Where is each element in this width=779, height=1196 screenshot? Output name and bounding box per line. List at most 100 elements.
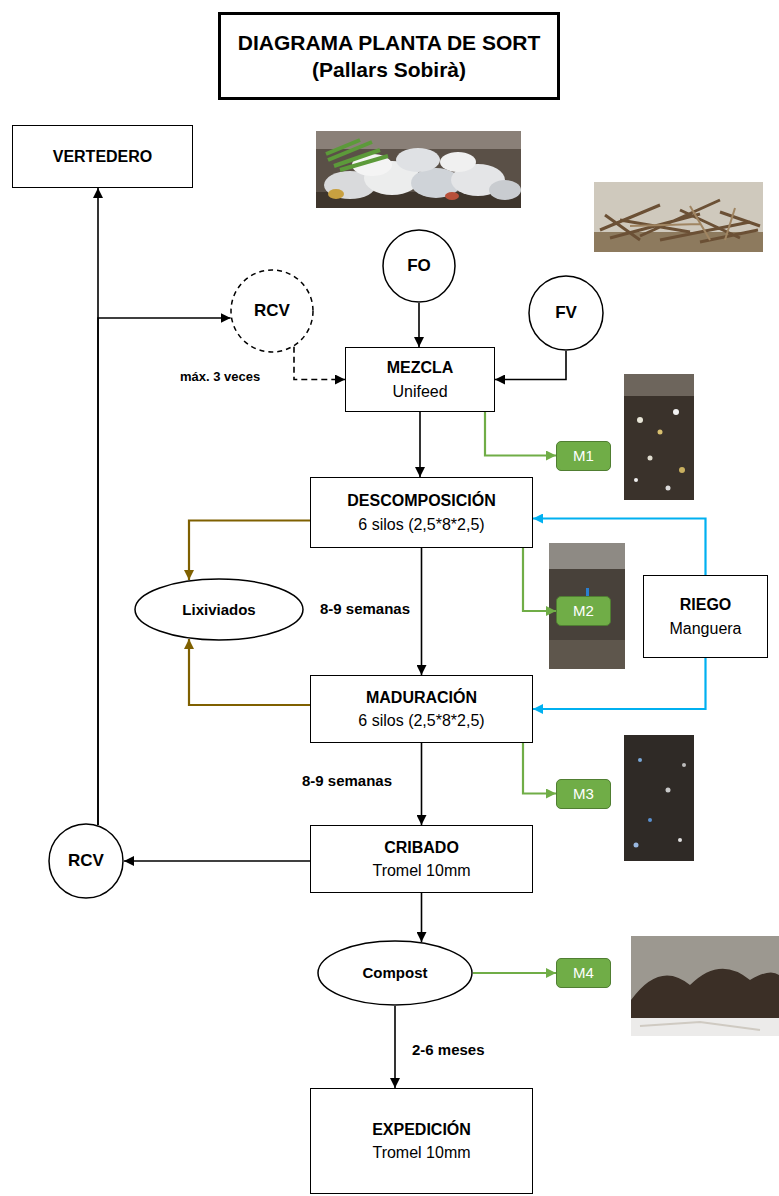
decomposition-photo-part bbox=[549, 543, 625, 569]
node-outline-ellipse bbox=[49, 824, 123, 898]
food-waste-photo-part bbox=[489, 180, 521, 200]
node-heading: VERTEDERO bbox=[53, 147, 153, 166]
decomposition-photo-part bbox=[549, 543, 625, 669]
flow-connector bbox=[421, 743, 423, 825]
process-box: MADURACIÓN 6 silos (2,5*8*2,5) bbox=[310, 675, 533, 743]
node-heading: MADURACIÓN bbox=[366, 688, 477, 707]
food-waste-photo-part bbox=[445, 192, 459, 200]
food-waste-photo-part bbox=[440, 152, 476, 172]
process-box: EXPEDICIÓN Tromel 10mm bbox=[310, 1088, 533, 1194]
flow-connector bbox=[419, 412, 421, 477]
node-subtext: Manguera bbox=[669, 619, 741, 638]
node-heading: FO bbox=[407, 256, 431, 276]
title-text: DIAGRAMA PLANTA DE SORT (Pallars Sobirà) bbox=[229, 29, 549, 84]
mix-photo-part bbox=[624, 374, 694, 500]
flow-connector bbox=[124, 860, 310, 862]
food-waste-photo-part bbox=[396, 148, 440, 172]
node-heading: DESCOMPOSICIÓN bbox=[347, 491, 495, 510]
sample-tag: M3 bbox=[556, 779, 611, 809]
decomposition-photo bbox=[549, 543, 625, 669]
node-subtext: Tromel 10mm bbox=[372, 1143, 470, 1162]
food-waste-photo-part bbox=[328, 189, 344, 199]
node-heading: RCV bbox=[254, 301, 290, 321]
output-ellipse: Compost bbox=[317, 940, 473, 1006]
node-outline-ellipse bbox=[231, 270, 313, 352]
title-box: DIAGRAMA PLANTA DE SORT (Pallars Sobirà) bbox=[218, 12, 560, 100]
mix-photo-part bbox=[624, 374, 694, 396]
flow-connector bbox=[98, 318, 231, 825]
node-heading: M2 bbox=[573, 602, 594, 620]
branches-photo-part bbox=[594, 182, 763, 252]
flow-connector bbox=[421, 548, 423, 675]
duration-label: 2-6 meses bbox=[410, 1041, 487, 1059]
node-heading: Compost bbox=[363, 964, 428, 982]
process-box: CRIBADOTromel 10mm bbox=[310, 825, 533, 893]
decomposition-photo-part bbox=[549, 640, 625, 669]
input-circle: FV bbox=[528, 275, 604, 351]
branches-photo-part bbox=[600, 200, 760, 242]
flow-connector bbox=[533, 519, 706, 576]
node-outline-ellipse bbox=[135, 579, 303, 640]
food-waste-photo-part bbox=[326, 140, 388, 170]
compost-photo-part bbox=[631, 1018, 779, 1036]
branches-photo bbox=[594, 182, 763, 252]
flow-connector bbox=[421, 893, 423, 942]
process-box: MEZCLA Unifeed bbox=[345, 347, 495, 412]
loop-note: máx. 3 veces bbox=[178, 369, 262, 385]
compost-photo-part bbox=[631, 936, 779, 1036]
sample-tag: M4 bbox=[556, 958, 611, 988]
flow-connector bbox=[473, 972, 556, 974]
mix-photo-part bbox=[637, 417, 643, 423]
maturation-photo-part bbox=[638, 758, 642, 762]
flow-connector bbox=[189, 639, 310, 705]
mix-photo-part bbox=[673, 409, 679, 415]
food-waste-photo-part bbox=[316, 131, 521, 208]
maturation-photo-part bbox=[634, 843, 639, 848]
flow-connector bbox=[485, 412, 556, 456]
mix-photo-part bbox=[679, 467, 685, 473]
node-subtext: 6 silos (2,5*8*2,5) bbox=[358, 711, 484, 730]
maturation-photo-part bbox=[678, 838, 682, 842]
recirculation-circle: RCV bbox=[230, 269, 314, 353]
flow-connector bbox=[495, 351, 566, 380]
flow-connector bbox=[189, 521, 310, 581]
flow-connector bbox=[418, 303, 420, 347]
maturation-photo-part bbox=[624, 735, 694, 861]
branches-photo-part bbox=[630, 206, 735, 240]
flow-connector bbox=[394, 1006, 396, 1088]
node-heading: MEZCLA bbox=[387, 358, 454, 377]
mix-photo bbox=[624, 374, 694, 500]
node-heading: EXPEDICIÓN bbox=[372, 1120, 471, 1139]
node-outline-ellipse bbox=[383, 230, 455, 302]
node-outline-ellipse bbox=[529, 276, 603, 350]
compost-photo bbox=[631, 936, 779, 1036]
node-subtext: Tromel 10mm bbox=[372, 861, 470, 880]
flow-connector bbox=[523, 743, 556, 794]
flow-connector bbox=[294, 347, 345, 380]
food-waste-photo bbox=[316, 131, 521, 208]
node-heading: FV bbox=[555, 303, 577, 323]
duration-label: 8-9 semanas bbox=[300, 772, 394, 790]
maturation-photo-part bbox=[648, 818, 652, 822]
sample-tag: M2 bbox=[556, 596, 611, 626]
mix-photo-part bbox=[658, 430, 663, 435]
mix-photo-part bbox=[648, 456, 653, 461]
node-heading: Lixiviados bbox=[182, 601, 255, 619]
process-box: DESCOMPOSICIÓN 6 silos (2,5*8*2,5) bbox=[310, 477, 533, 548]
process-box: VERTEDERO bbox=[12, 125, 193, 188]
flow-connector bbox=[523, 548, 556, 611]
flow-connector bbox=[533, 658, 706, 709]
process-box: RIEGO Manguera bbox=[643, 575, 768, 658]
maturation-photo bbox=[624, 735, 694, 861]
input-circle: FO bbox=[382, 229, 456, 303]
node-heading: RCV bbox=[68, 851, 104, 871]
node-outline-ellipse bbox=[318, 941, 472, 1005]
node-subtext: Unifeed bbox=[392, 382, 447, 401]
node-subtext: 6 silos (2,5*8*2,5) bbox=[358, 515, 484, 534]
compost-photo-part bbox=[640, 1022, 760, 1030]
node-heading: M4 bbox=[573, 964, 594, 982]
input-circle: RCV bbox=[48, 823, 124, 899]
node-heading: M1 bbox=[573, 447, 594, 465]
node-heading: RIEGO bbox=[680, 595, 732, 614]
